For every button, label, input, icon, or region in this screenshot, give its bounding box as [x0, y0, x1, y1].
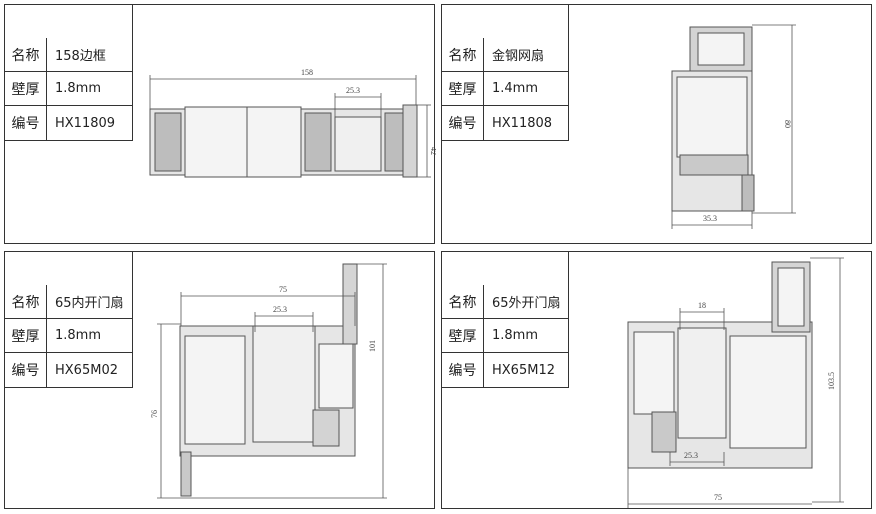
spec-value: 1.8mm — [55, 328, 102, 343]
spec-value: HX11809 — [55, 115, 116, 131]
dim-label-width: 35.3 — [703, 214, 717, 223]
spec-row-thickness: 壁厚 1.8mm — [5, 319, 132, 353]
spec-value: HX65M02 — [55, 362, 118, 378]
spec-row-thickness: 壁厚 1.4mm — [442, 72, 568, 106]
spec-label: 编号 — [5, 353, 47, 387]
spec-label: 编号 — [5, 106, 47, 140]
dim-label-overall-width: 75 — [279, 285, 287, 294]
spec-label: 壁厚 — [5, 72, 47, 105]
spec-row-name: 名称 65内开门扇 — [5, 285, 132, 319]
spec-label: 壁厚 — [442, 72, 484, 105]
dim-label-overall-width: 75 — [714, 493, 722, 502]
spec-row-thickness: 壁厚 1.8mm — [442, 319, 568, 353]
spec-label: 壁厚 — [5, 319, 47, 352]
dim-label-inner-width: 25.3 — [273, 305, 287, 314]
spec-label: 编号 — [442, 353, 484, 387]
profile-drawing: 75 25.3 101 76 — [150, 263, 387, 499]
dim-label-inner-width: 25.3 — [684, 451, 698, 460]
dim-label-height-right: 101 — [368, 340, 377, 352]
spec-table: 名称 158边框 壁厚 1.8mm 编号 HX11809 — [5, 5, 133, 141]
spec-row-thickness: 壁厚 1.8mm — [5, 72, 132, 106]
spec-value: 1.8mm — [492, 328, 539, 343]
spec-value: 65内开门扇 — [55, 296, 124, 311]
profile-drawing: 158 25.3 42 — [149, 68, 436, 178]
dim-label-top-width: 18 — [698, 301, 706, 310]
spec-label: 壁厚 — [442, 319, 484, 352]
spec-value: HX11808 — [492, 115, 553, 131]
spec-value: HX65M12 — [492, 362, 555, 378]
dim-label-height: 42 — [429, 147, 436, 155]
spec-label: 名称 — [5, 38, 47, 71]
profile-drawing: 80 35.3 — [671, 24, 796, 229]
spec-label: 名称 — [442, 285, 484, 318]
profile-panel-158-frame: 名称 158边框 壁厚 1.8mm 编号 HX11809 158 25.3 — [4, 4, 436, 244]
spec-label: 名称 — [442, 38, 484, 71]
dim-label-overall-width: 158 — [301, 68, 313, 77]
profile-drawing: 18 25.3 103.5 75 — [627, 257, 844, 508]
profile-panel-65-inward-door-sash: 名称 65内开门扇 壁厚 1.8mm 编号 HX65M02 75 — [4, 251, 435, 509]
profile-panel-steel-mesh-sash: 名称金钢网扇 壁厚 1.4mm 编号 HX11808 80 35.3 — [441, 4, 872, 244]
spec-row-code: 编号 HX11808 — [442, 106, 568, 140]
spec-label: 编号 — [442, 106, 484, 140]
spec-row-name: 名称 65外开门扇 — [442, 285, 568, 319]
spec-row-code: 编号 HX65M12 — [442, 353, 568, 387]
dim-label-height: 80 — [783, 120, 792, 128]
dim-label-height-left: 76 — [150, 410, 159, 418]
spec-table: 名称 65外开门扇 壁厚 1.8mm 编号 HX65M12 — [442, 252, 569, 388]
spec-value: 65外开门扇 — [492, 296, 561, 311]
spec-row-name: 名称金钢网扇 — [442, 38, 568, 72]
spec-row-name: 名称 158边框 — [5, 38, 132, 72]
spec-value: 1.4mm — [492, 81, 539, 96]
spec-row-code: 编号 HX11809 — [5, 106, 132, 140]
dim-label-inner-width: 25.3 — [346, 86, 360, 95]
spec-table: 名称金钢网扇 壁厚 1.4mm 编号 HX11808 — [442, 5, 569, 141]
spec-value: 金钢网扇 — [492, 49, 545, 64]
spec-label: 名称 — [5, 285, 47, 318]
dim-label-height: 103.5 — [827, 372, 836, 390]
spec-table: 名称 65内开门扇 壁厚 1.8mm 编号 HX65M02 — [5, 252, 133, 388]
spec-value: 158边框 — [55, 49, 106, 64]
spec-value: 1.8mm — [55, 81, 102, 96]
spec-row-code: 编号 HX65M02 — [5, 353, 132, 387]
